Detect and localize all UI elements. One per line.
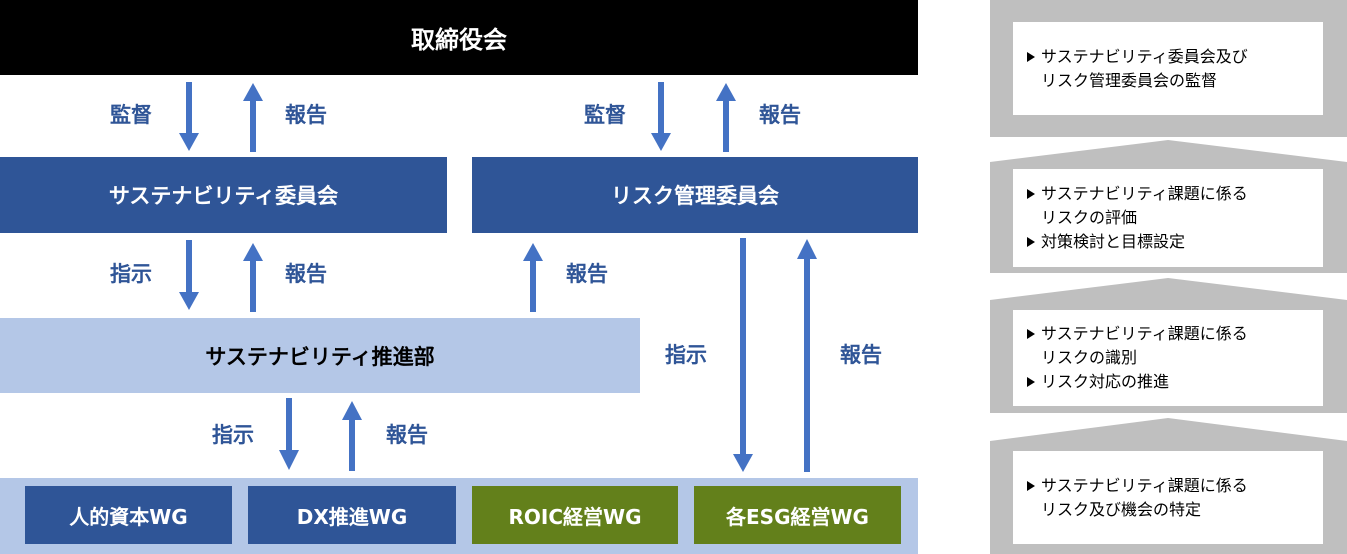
panel-bullet: サステナビリティ委員会及び リスク管理委員会の監督	[1027, 45, 1313, 93]
label-report-1: 報告	[285, 103, 327, 127]
label-supervise-2: 監督	[584, 103, 626, 127]
panel-bullet: サステナビリティ課題に係る リスクの評価	[1027, 182, 1313, 230]
wg-esg: 各ESG経営WG	[694, 486, 901, 544]
sustainability-committee-label: サステナビリティ委員会	[108, 184, 339, 208]
panel-line: リスク対応の推進	[1041, 372, 1170, 391]
triangle-bullet-icon	[1027, 237, 1035, 247]
arrow-down-instruct-2	[279, 398, 299, 470]
panel-line: リスクの識別	[1041, 348, 1138, 367]
label-supervise-1: 監督	[110, 103, 152, 127]
arrow-up-report-2	[716, 83, 736, 152]
panel-line: リスク管理委員会の監督	[1041, 70, 1218, 90]
label-report-5: 報告	[386, 423, 428, 447]
panel-bullet: リスク対応の推進	[1027, 370, 1313, 394]
panel-bullet: 対策検討と目標設定	[1027, 230, 1313, 254]
panel-line: サステナビリティ課題に係る	[1041, 324, 1248, 343]
triangle-bullet-icon	[1027, 480, 1035, 491]
triangle-bullet-icon	[1027, 51, 1035, 62]
wg-roic: ROIC経営WG	[472, 486, 678, 544]
panel-bullet: サステナビリティ課題に係る リスク及び機会の特定	[1027, 474, 1313, 522]
wg-human-capital: 人的資本WG	[25, 486, 232, 544]
panel-box-department-role: サステナビリティ課題に係る リスクの識別 リスク対応の推進	[1013, 310, 1323, 406]
wg-label: 各ESG経営WG	[726, 504, 869, 529]
wg-label: 人的資本WG	[69, 504, 188, 529]
sustainability-department-box: サステナビリティ推進部	[0, 318, 640, 393]
label-report-4: 報告	[566, 262, 608, 286]
wg-label: DX推進WG	[296, 504, 408, 529]
arrow-up-report-1	[243, 83, 263, 152]
panel-box-wg-role: サステナビリティ課題に係る リスク及び機会の特定	[1013, 451, 1323, 544]
board-label: 取締役会	[411, 26, 507, 54]
panel-line: リスクの評価	[1041, 208, 1138, 227]
arrow-up-report-5	[342, 401, 362, 471]
panel-line: サステナビリティ課題に係る	[1041, 475, 1248, 495]
label-report-3: 報告	[285, 262, 327, 286]
panel-box-board-role: サステナビリティ委員会及び リスク管理委員会の監督	[1013, 22, 1323, 115]
panel-line: サステナビリティ課題に係る	[1041, 184, 1248, 203]
label-instruct-2: 指示	[212, 423, 254, 447]
panel-bullet: サステナビリティ課題に係る リスクの識別	[1027, 322, 1313, 370]
wg-label: ROIC経営WG	[508, 504, 642, 529]
arrow-up-report-3	[243, 243, 263, 312]
arrow-up-report-4	[523, 243, 543, 312]
triangle-bullet-icon	[1027, 329, 1035, 339]
triangle-bullet-icon	[1027, 377, 1035, 387]
panel-box-committee-role: サステナビリティ課題に係る リスクの評価 対策検討と目標設定	[1013, 169, 1323, 267]
label-instruct-1: 指示	[110, 262, 152, 286]
risk-committee-box: リスク管理委員会	[472, 157, 918, 233]
panel-line: 対策検討と目標設定	[1041, 232, 1186, 251]
wg-dx-promotion: DX推進WG	[248, 486, 456, 544]
label-report-2: 報告	[759, 103, 801, 127]
sustainability-committee-box: サステナビリティ委員会	[0, 157, 447, 233]
arrow-up-report-6	[797, 239, 817, 472]
triangle-bullet-icon	[1027, 189, 1035, 199]
board-of-directors-box: 取締役会	[0, 0, 918, 75]
label-report-6: 報告	[840, 343, 882, 367]
panel-line: サステナビリティ委員会及び	[1041, 46, 1248, 66]
label-instruct-3: 指示	[665, 343, 707, 367]
department-label: サステナビリティ推進部	[205, 344, 435, 369]
arrow-down-supervise-1	[179, 82, 199, 151]
arrow-down-instruct-3	[733, 238, 753, 472]
arrow-down-instruct-1	[179, 240, 199, 310]
arrow-down-supervise-2	[651, 82, 671, 151]
risk-committee-label: リスク管理委員会	[611, 184, 779, 208]
panel-line: リスク及び機会の特定	[1041, 499, 1202, 519]
